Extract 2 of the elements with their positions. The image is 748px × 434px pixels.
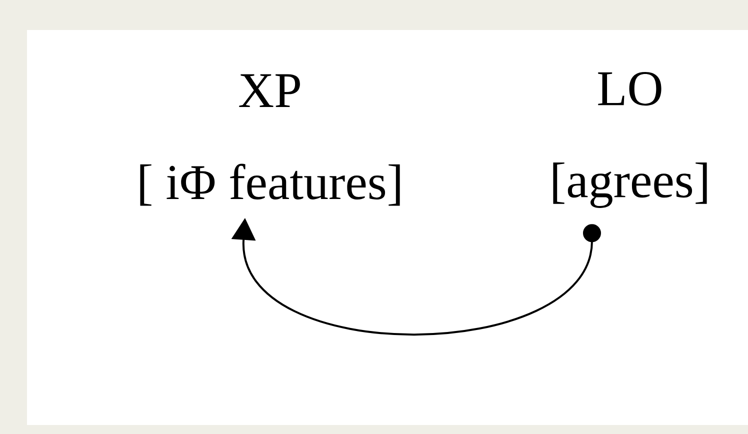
text-label: XP [ iΦ features] (140, 74, 400, 206)
text-label: LO [agrees] (553, 72, 707, 208)
